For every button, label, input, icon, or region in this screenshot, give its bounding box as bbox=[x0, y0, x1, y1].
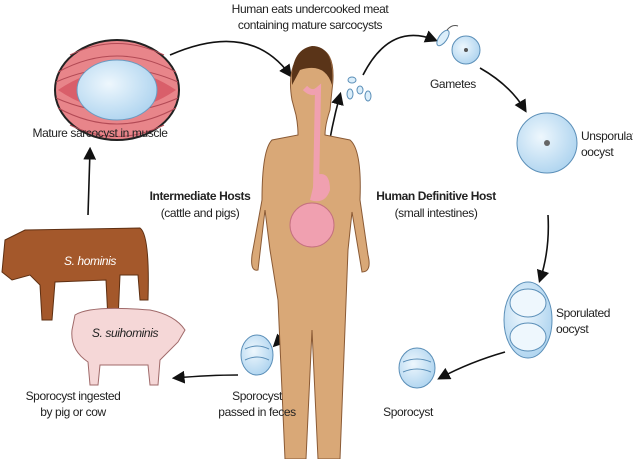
arrow-to-gametes bbox=[362, 30, 438, 76]
definitive-host-title: Human Definitive Host bbox=[376, 189, 496, 203]
ingested-label-2: by pig or cow bbox=[40, 405, 106, 419]
pig-label: S. suihominis bbox=[91, 326, 159, 340]
title-line-2: containing mature sarcocysts bbox=[237, 18, 383, 32]
arrow-to-sporocyst bbox=[437, 351, 506, 380]
muscle-sarcocyst-icon bbox=[54, 39, 180, 141]
unsporulated-oocyst-icon bbox=[516, 112, 578, 174]
unsporulated-label-2: oocyst bbox=[581, 145, 614, 159]
intermediate-hosts-subtitle: (cattle and pigs) bbox=[160, 206, 240, 220]
arrow-to-ingested bbox=[171, 370, 239, 384]
sporulated-label-2: oocyst bbox=[556, 322, 589, 336]
arrow-to-unsporulated bbox=[479, 67, 527, 113]
feces-label-2: passed in feces bbox=[218, 405, 296, 419]
arrow-to-human bbox=[169, 40, 292, 78]
gametes-label: Gametes bbox=[430, 77, 476, 91]
definitive-host-subtitle: (small intestines) bbox=[394, 206, 478, 220]
intermediate-hosts-title: Intermediate Hosts bbox=[149, 189, 251, 203]
muscle-label: Mature sarcocyst in muscle bbox=[32, 126, 168, 140]
merozoites-icon bbox=[346, 76, 372, 102]
sporocyst-feces-icon bbox=[240, 334, 274, 376]
human-figure bbox=[251, 46, 370, 459]
gametes-icon bbox=[436, 25, 481, 65]
sporocyst-icon bbox=[398, 347, 436, 389]
cow-icon bbox=[1, 227, 149, 321]
sporulated-oocyst-icon bbox=[503, 281, 553, 359]
ingested-label-1: Sporocyst ingested bbox=[25, 389, 121, 403]
pig-icon bbox=[71, 307, 186, 386]
arrow-to-muscle bbox=[83, 146, 97, 216]
feces-label-1: Sporocyst bbox=[232, 389, 282, 403]
title-line-1: Human eats undercooked meat bbox=[231, 2, 389, 16]
arrow-to-sporulated bbox=[536, 214, 550, 284]
unsporulated-label-1: Unsporulated bbox=[581, 129, 633, 143]
sporulated-label-1: Sporulated bbox=[556, 306, 611, 320]
cow-label: S. hominis bbox=[63, 254, 117, 268]
sporocyst-label: Sporocyst bbox=[383, 405, 433, 419]
